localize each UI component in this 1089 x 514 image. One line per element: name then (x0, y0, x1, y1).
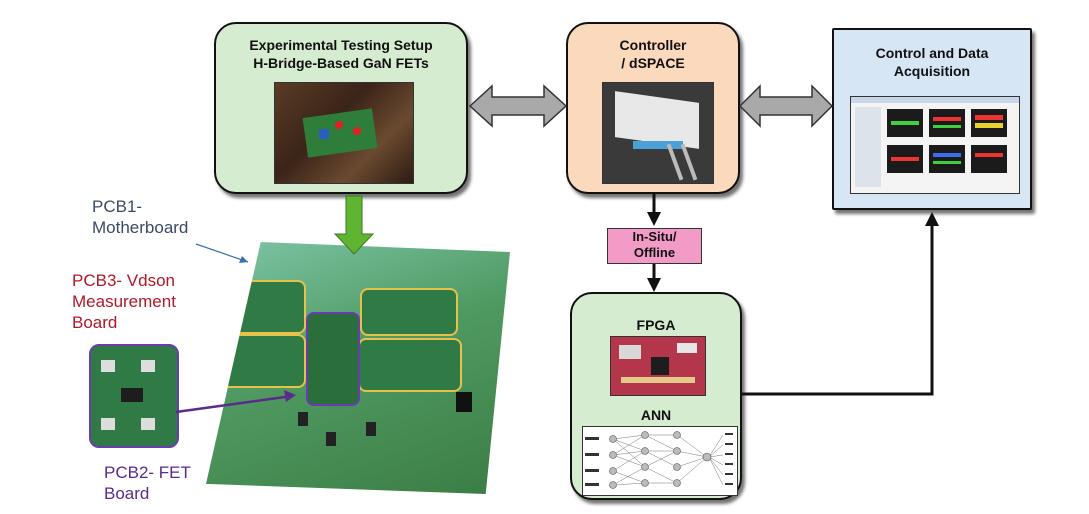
controller-title: Controller / dSPACE (619, 37, 687, 71)
pcb1-label: PCB1- Motherboard (92, 197, 189, 237)
double-arrow-controller-daq (738, 84, 834, 128)
ann-title: ANN (640, 407, 672, 423)
double-arrow-setup-controller (468, 84, 568, 128)
experimental-setup-photo (274, 82, 414, 184)
pcb-motherboard-photo (206, 242, 510, 494)
fpga-ann-box: FPGA ANN (570, 292, 742, 500)
dspace-photo (602, 82, 714, 184)
arrow-fpga-daq (742, 224, 934, 396)
ann-diagram (582, 426, 738, 496)
experimental-setup-title: Experimental Testing Setup H-Bridge-Base… (249, 37, 433, 71)
insitu-offline-box: In-Situ/ Offline (607, 228, 702, 264)
experimental-setup-box: Experimental Testing Setup H-Bridge-Base… (214, 22, 468, 194)
controller-box: Controller / dSPACE (566, 22, 740, 194)
pcb3-label: PCB3- Vdson Measurement Board (72, 271, 176, 332)
arrow-controller-insitu (647, 212, 661, 226)
control-daq-box: Control and Data Acquisition (832, 28, 1032, 210)
fpga-board-photo (610, 336, 706, 396)
arrow-insitu-fpga (647, 278, 661, 292)
insitu-offline-title: In-Situ/ Offline (632, 229, 677, 260)
green-down-arrow (333, 195, 375, 255)
fpga-title: FPGA (636, 317, 676, 333)
pcb2-fet-board-photo (89, 344, 179, 448)
daq-screenshot (850, 96, 1020, 194)
pcb2-label: PCB2- FET Board (104, 463, 191, 503)
control-daq-title: Control and Data Acquisition (875, 45, 989, 79)
